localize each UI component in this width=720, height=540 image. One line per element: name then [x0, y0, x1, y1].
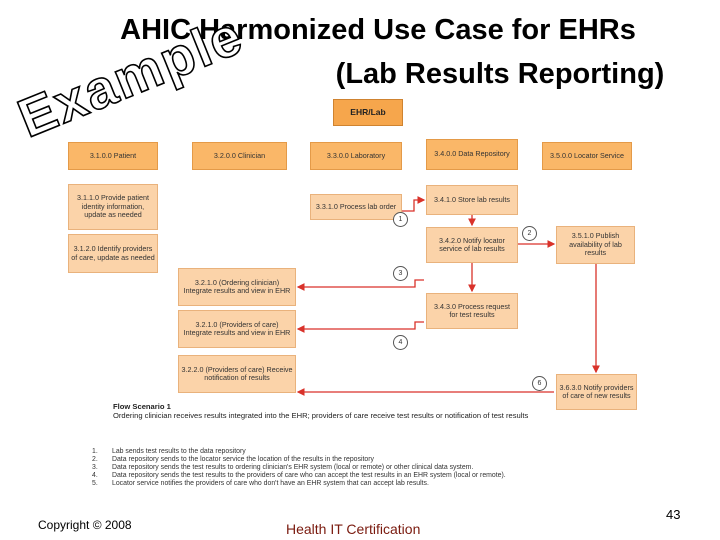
- slide-title-line2: (Lab Results Reporting): [335, 58, 665, 90]
- step-marker-3: 3: [393, 266, 408, 281]
- step-row: 1.Lab sends test results to the data rep…: [92, 448, 246, 455]
- scenario-steps: 1.Lab sends test results to the data rep…: [92, 448, 632, 488]
- activity-3-1-2: 3.1.2.0 Identify providers of care, upda…: [68, 234, 158, 273]
- step-marker-2: 2: [522, 226, 537, 241]
- step-row: 4.Data repository sends the test results…: [92, 472, 506, 480]
- step-marker-6: 6: [532, 376, 547, 391]
- activity-3-4-2: 3.4.2.0 Notify locator service of lab re…: [426, 227, 518, 263]
- header-patient: 3.1.0.0 Patient: [68, 142, 158, 170]
- step-row: 5.Locator service notifies the providers…: [92, 480, 429, 488]
- arrow-3: [296, 279, 424, 291]
- arrow-4: [296, 321, 424, 333]
- step-marker-4: 4: [393, 335, 408, 350]
- example-watermark: Example: [9, 4, 252, 150]
- activity-3-2-2: 3.2.2.0 (Providers of care) Receive noti…: [178, 355, 296, 393]
- page-number: 43: [666, 507, 681, 522]
- activity-3-1-1: 3.1.1.0 Provide patient identity informa…: [68, 184, 158, 230]
- footer-center: Health IT Certification: [286, 521, 421, 537]
- header-data-repository: 3.4.0.0 Data Repository: [426, 139, 518, 170]
- activity-3-6-3: 3.6.3.0 Notify providers of care of new …: [556, 374, 637, 410]
- arrow-1: [402, 196, 426, 212]
- slide-title-line1: AHIC Harmonized Use Case for EHRs: [120, 14, 636, 46]
- ehr-lab-box: EHR/Lab: [333, 99, 403, 126]
- flow-scenario: Flow Scenario 1 Ordering clinician recei…: [113, 402, 633, 420]
- header-clinician: 3.2.0.0 Clinician: [192, 142, 287, 170]
- step-marker-1: 1: [393, 212, 408, 227]
- activity-3-5-1: 3.5.1.0 Publish availability of lab resu…: [556, 226, 635, 264]
- scenario-description: Ordering clinician receives results inte…: [113, 410, 529, 420]
- step-row: 2.Data repository sends to the locator s…: [92, 456, 374, 464]
- header-laboratory: 3.3.0.0 Laboratory: [310, 142, 402, 170]
- activity-3-2-1-ordering: 3.2.1.0 (Ordering clinician) Integrate r…: [178, 268, 296, 306]
- header-locator-service: 3.5.0.0 Locator Service: [542, 142, 632, 170]
- copyright-footer: Copyright © 2008: [38, 518, 132, 532]
- activity-3-3-1: 3.3.1.0 Process lab order: [310, 194, 402, 220]
- activity-3-2-1-providers: 3.2.1.0 (Providers of care) Integrate re…: [178, 310, 296, 348]
- step-row: 3.Data repository sends the test results…: [92, 464, 474, 472]
- activity-3-4-1: 3.4.1.0 Store lab results: [426, 185, 518, 215]
- activity-3-4-3: 3.4.3.0 Process request for test results: [426, 293, 518, 329]
- scenario-title: Flow Scenario 1: [113, 402, 171, 411]
